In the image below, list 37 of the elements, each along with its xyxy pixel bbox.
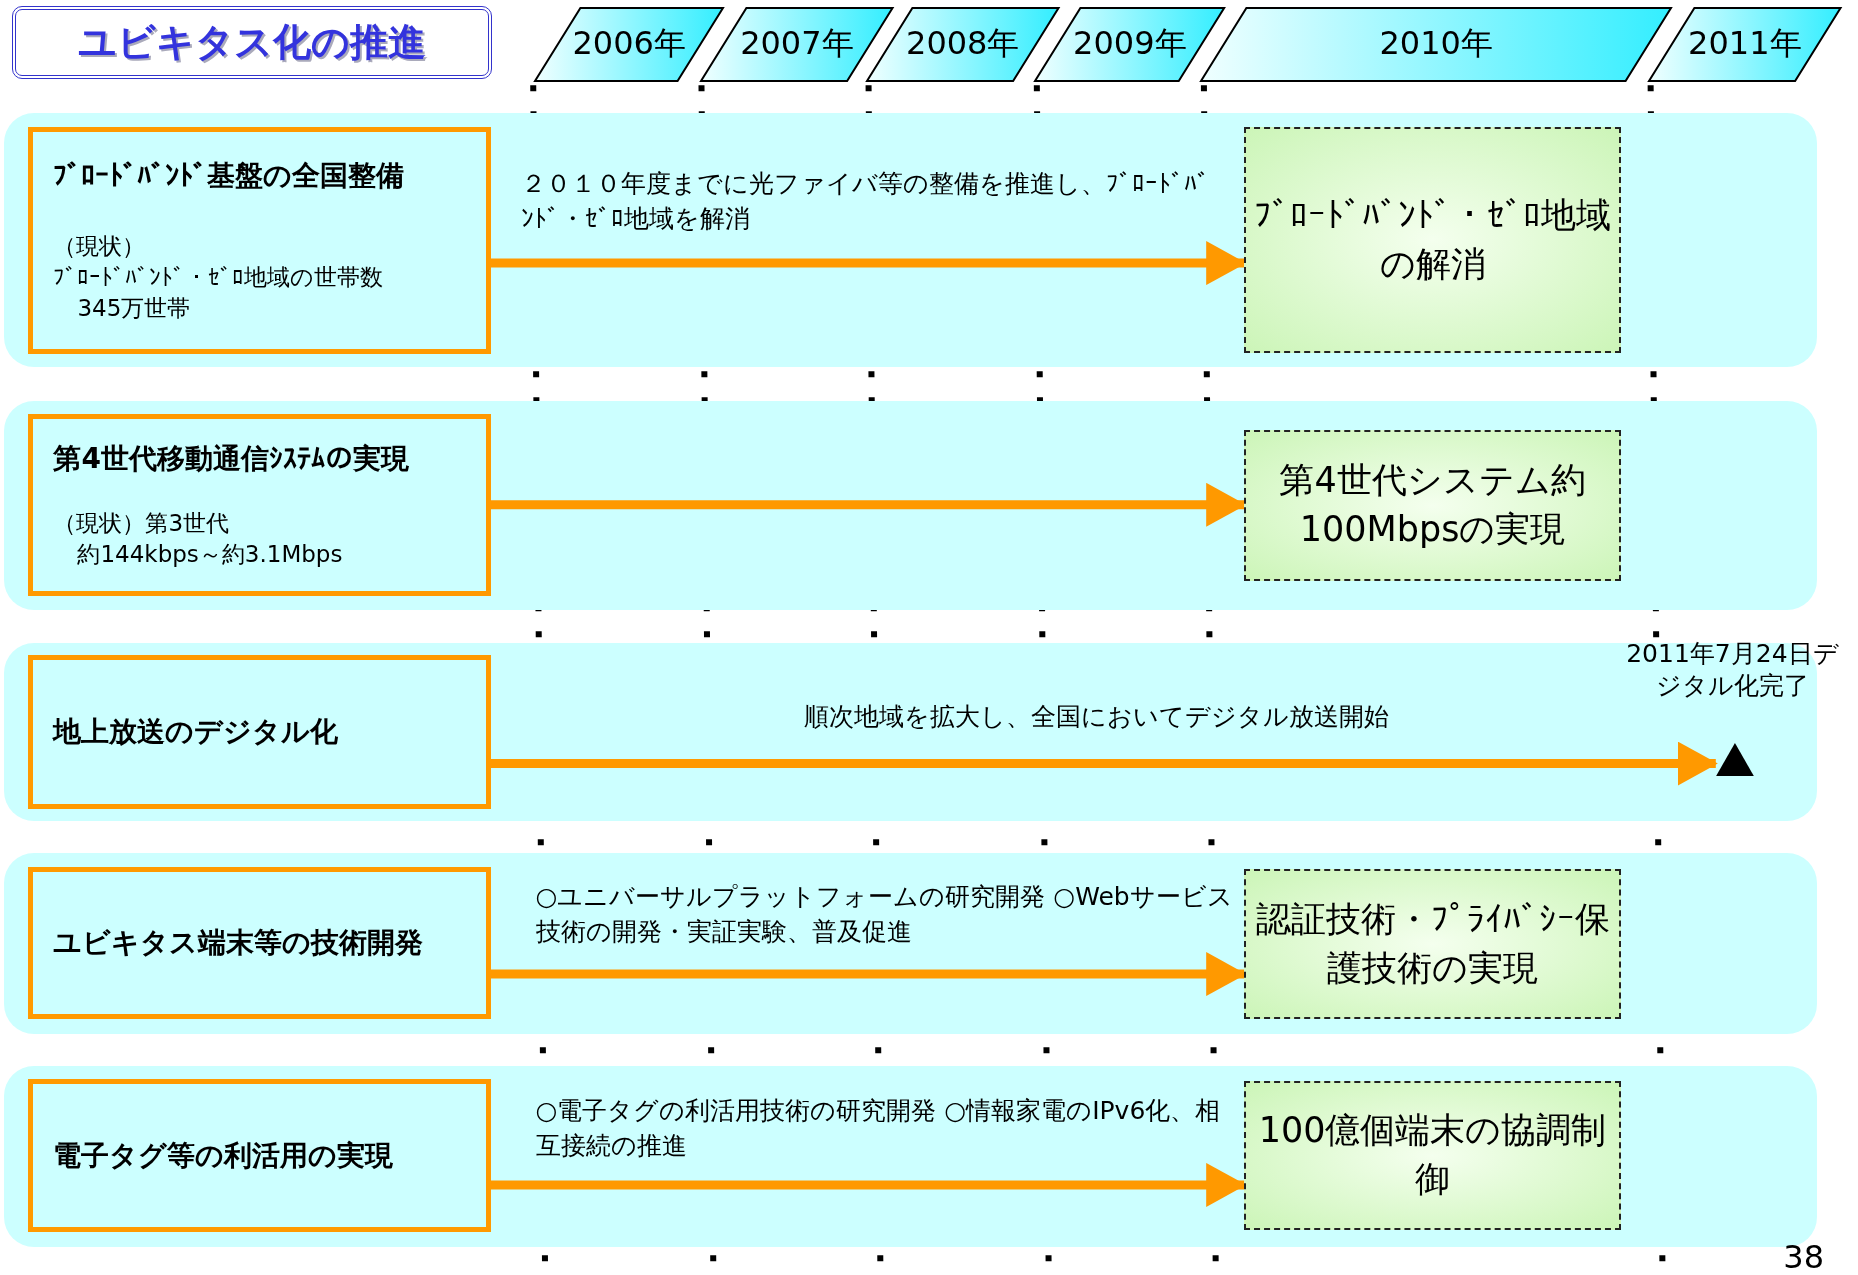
target-box <box>1244 126 1621 354</box>
status-text: （現状）第3世代 <box>53 508 231 538</box>
year-header: 2011年 <box>1647 5 1843 83</box>
year-header: 2006年 <box>533 5 726 83</box>
edge-label: ２０１０年度までに光ファイバ等の整備を推進し、ﾌﾞﾛｰﾄﾞﾊﾞﾝﾄﾞ・ｾﾞﾛ地域を解消 <box>521 167 1212 235</box>
goal-heading: ﾌﾞﾛｰﾄﾞﾊﾞﾝﾄﾞ基盤の全国整備 <box>53 157 406 194</box>
page-number: 38 <box>1783 1238 1826 1275</box>
target-box <box>1244 868 1621 1020</box>
goal-heading: 地上放送のデジタル化 <box>53 714 340 751</box>
year-header: 2007年 <box>699 5 895 83</box>
target-text: ﾌﾞﾛｰﾄﾞﾊﾞﾝﾄﾞ・ｾﾞﾛ地域の解消 <box>1253 193 1613 286</box>
edge-label: ○ユニバーサルプラットフォームの研究開発 ○Webサービス技術の開発・実証実験、普及促進 <box>535 881 1234 949</box>
goal-heading: 電子タグ等の利活用の実現 <box>53 1137 395 1174</box>
goal-box <box>28 867 491 1020</box>
goal-box <box>28 1079 491 1233</box>
goal-heading: ユビキタス端末等の技術開発 <box>53 925 425 962</box>
goal-heading: 第4世代移動通信ｼｽﾃﾑの実現 <box>53 440 410 477</box>
goal-box <box>28 655 491 810</box>
target-box <box>1244 1080 1621 1230</box>
goal-box <box>28 126 491 355</box>
milestone-text: 2011年7月24日デジタル化完了 <box>1625 637 1840 702</box>
target-text: 認証技術・ﾌﾟﾗｲﾊﾞｼｰ保護技術の実現 <box>1254 897 1611 990</box>
edge-label: 順次地域を拡大し、全国においてデジタル放送開始 <box>802 701 1390 734</box>
goal-box <box>28 413 491 596</box>
year-header: 2008年 <box>865 5 1061 83</box>
triangle-marker <box>1715 742 1754 777</box>
target-text: 第4世代システム約100Mbpsの実現 <box>1278 459 1587 552</box>
status-text: ﾌﾞﾛｰﾄﾞﾊﾞﾝﾄﾞ・ｾﾞﾛ地域の世帯数 <box>53 263 385 292</box>
title: ユビキタス化の推進 <box>11 5 492 80</box>
status-text: （現状） <box>53 231 147 261</box>
target-box <box>1244 430 1621 581</box>
target-text: 100億個端末の協調制御 <box>1257 1109 1608 1202</box>
edge-label: ○電子タグの利活用技術の研究開発 ○情報家電のIPv6化、相互接続の推進 <box>535 1094 1222 1162</box>
year-header: 2009年 <box>1033 5 1227 83</box>
status-text: 約144kbps～約3.1Mbps <box>76 539 344 569</box>
status-text: 345万世帯 <box>76 294 192 324</box>
arrow <box>490 741 1718 786</box>
